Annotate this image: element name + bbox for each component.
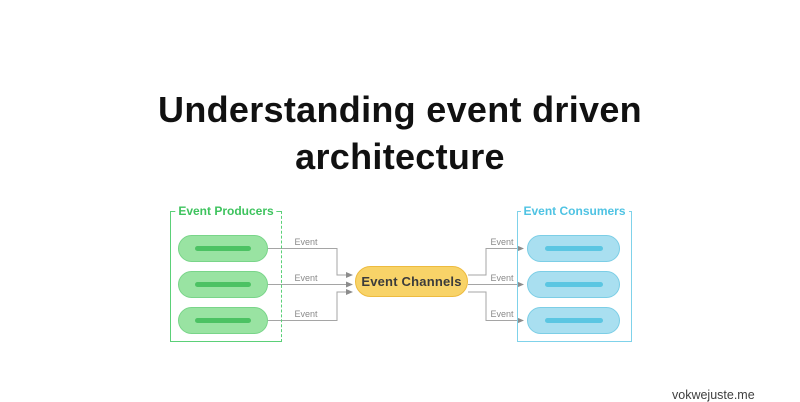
edge-label-producer-1: Event xyxy=(294,237,318,247)
event-producers-group: Event Producers xyxy=(170,204,282,342)
arrowhead-icon xyxy=(346,272,353,278)
title-line-2: architecture xyxy=(295,136,505,177)
title-line-1: Understanding event driven xyxy=(158,89,642,130)
producer-node-bar xyxy=(195,246,251,251)
arrowhead-icon xyxy=(346,281,353,288)
consumer-node-bar xyxy=(544,246,603,251)
event-consumers-label: Event Consumers xyxy=(520,204,629,218)
consumer-node-3 xyxy=(527,307,620,334)
edge-label-consumer-1: Event xyxy=(490,237,514,247)
watermark: vokwejuste.me xyxy=(672,388,755,402)
consumer-node-1 xyxy=(527,235,620,262)
producer-node-2 xyxy=(178,271,268,298)
producer-node-3 xyxy=(178,307,268,334)
consumer-node-bar xyxy=(544,318,603,323)
event-consumers-group: Event Consumers xyxy=(517,204,632,342)
consumer-node-2 xyxy=(527,271,620,298)
event-channels-label: Event Channels xyxy=(361,274,462,289)
page-title: Understanding event driven architecture xyxy=(0,86,800,180)
edge-label-consumer-2: Event xyxy=(490,273,514,283)
wire-channel-to-consumer-1 xyxy=(468,248,517,276)
producer-node-bar xyxy=(195,318,251,323)
edge-label-producer-3: Event xyxy=(294,309,318,319)
arrowhead-icon xyxy=(346,289,353,295)
edge-label-producer-2: Event xyxy=(294,273,318,283)
event-producers-label: Event Producers xyxy=(175,204,277,218)
event-channels-node: Event Channels xyxy=(355,266,468,297)
producer-node-bar xyxy=(195,282,251,287)
producer-node-1 xyxy=(178,235,268,262)
edge-label-consumer-3: Event xyxy=(490,309,514,319)
consumer-node-bar xyxy=(544,282,603,287)
